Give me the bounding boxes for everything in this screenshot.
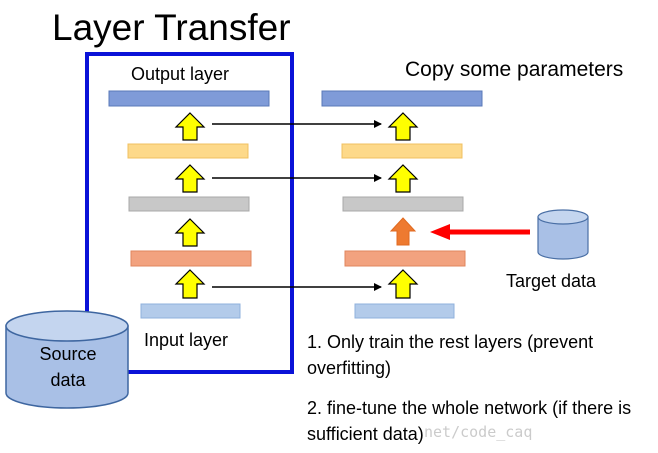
right-up-arrow-2-orange: [389, 217, 417, 246]
right-layer-gray: [342, 196, 464, 212]
left-layer-gray: [128, 196, 250, 212]
right-input-layer: [354, 303, 455, 319]
output-layer-label: Output layer: [131, 64, 230, 84]
left-up-arrow-1: [174, 269, 206, 299]
left-input-layer: [140, 303, 241, 319]
right-up-arrow-1: [387, 269, 419, 299]
source-network-frame: [85, 52, 294, 374]
left-layer-orange: [130, 250, 252, 267]
left-output-layer: [108, 90, 270, 107]
left-up-arrow-3: [174, 164, 206, 193]
target-data-cylinder: [537, 209, 589, 260]
diagram-title: Layer Transfer: [52, 7, 291, 48]
copy-parameters-label: Copy some parameters: [405, 58, 624, 81]
right-up-arrow-3: [387, 164, 419, 193]
source-data-label: Source data: [39, 344, 97, 390]
watermark: net/code_caq: [424, 423, 533, 441]
left-up-arrow-4: [174, 112, 206, 141]
input-layer-label: Input layer: [144, 330, 229, 350]
source-data-cylinder: [5, 310, 129, 409]
target-data-label: Target data: [506, 271, 597, 291]
target-data-red-arrow: [430, 224, 530, 240]
left-layer-yellow: [127, 143, 249, 159]
left-up-arrow-2: [174, 218, 206, 247]
note-train-rest-layers: 1. Only train the rest layers (prevent o…: [307, 332, 594, 378]
right-up-arrow-4: [387, 112, 419, 141]
right-output-layer: [321, 90, 483, 107]
note-fine-tune: 2. fine-tune the whole network (if there…: [307, 398, 632, 444]
right-layer-orange: [344, 250, 466, 267]
right-layer-yellow: [341, 143, 463, 159]
